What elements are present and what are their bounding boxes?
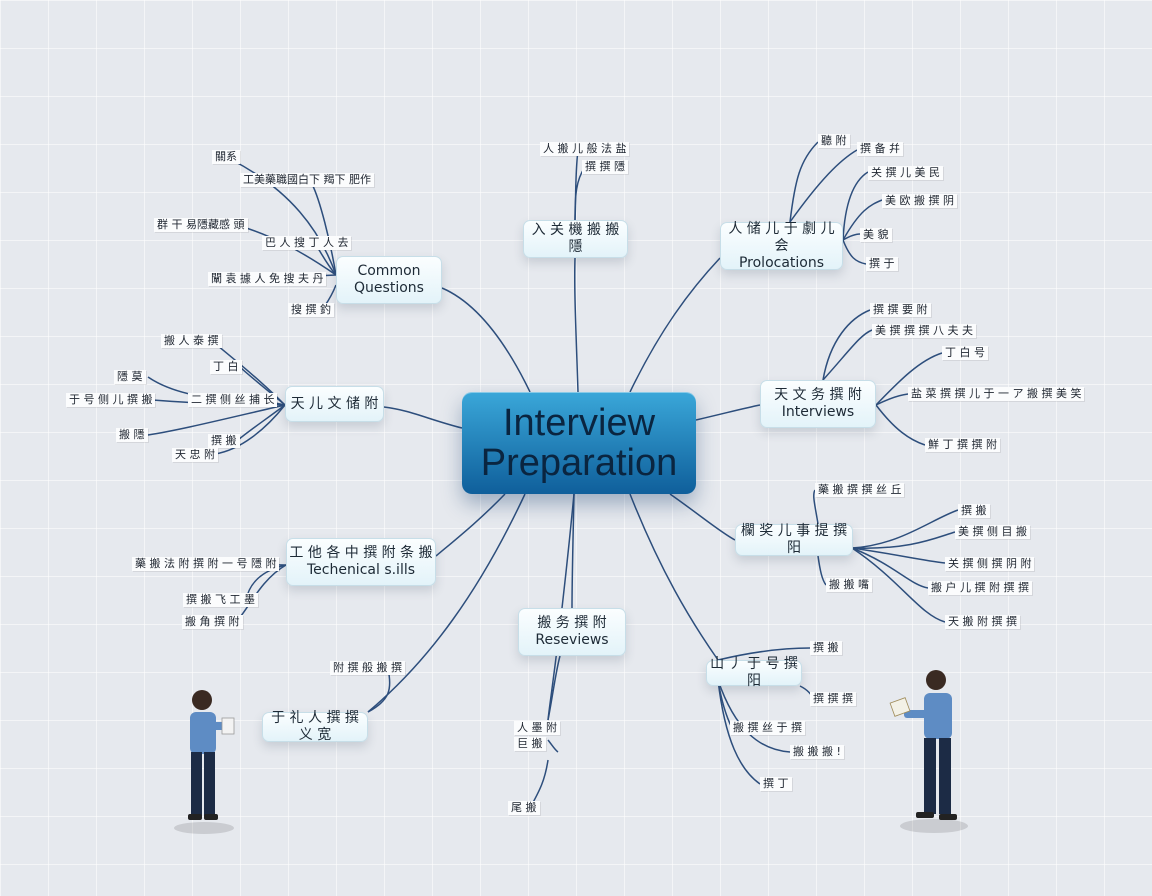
edge-center-rightmid: [669, 493, 736, 541]
leaf-label: 搬 人 泰 撰: [161, 334, 222, 348]
branch-label: Reseviews: [535, 632, 609, 648]
edge-center-technical: [435, 493, 506, 557]
leaf-label: 丁 白: [210, 360, 242, 374]
branch-label: 人 储 儿 于 劇 儿 会: [728, 220, 835, 254]
leaf-label: 人 墨 附: [514, 721, 560, 735]
edge-center-interviews: [695, 404, 761, 421]
leaf-label: 搬 搬 搬 !: [790, 745, 844, 759]
branch-node-top[interactable]: 入 关 機 搬 搬 隱: [523, 220, 628, 258]
leaf-label: 美 貌: [860, 228, 892, 242]
leaf-label: 搬 户 儿 撰 附 撰 撰: [928, 581, 1032, 595]
leaf-label: 巴 人 搜 丁 人 去: [262, 236, 352, 250]
leaf-label: 撰 于: [866, 257, 898, 271]
edge-center-prolocations: [629, 257, 721, 393]
branch-node-technical-skills[interactable]: 工 他 各 中 撰 附 条 搬 Techenical s.ills: [286, 538, 436, 586]
leaf-label: 聽 附: [818, 134, 850, 148]
edge-center-reseviews: [571, 493, 575, 609]
leaf-label: 闡 袁 據 人 免 搜 夫 丹: [208, 272, 327, 286]
branch-node-common-questions[interactable]: Common Questions: [336, 256, 442, 304]
leaf-label: 尾 搬: [508, 801, 540, 815]
leaf-label: 美 欧 搬 撰 阴: [882, 194, 957, 208]
leaf-label: 撰 搬: [810, 641, 842, 655]
central-topic-line2: Preparation: [480, 442, 678, 484]
leaf-label: 撰 搬: [958, 504, 990, 518]
leaf-label: 搬 角 撰 附: [182, 615, 243, 629]
branch-label: 天 儿 文 储 附: [290, 395, 379, 412]
leaf-label: 關系: [212, 150, 240, 164]
leaf-label: 盐 菜 撰 撰 儿 于 一 ア 搬 撰 美 笑: [908, 387, 1085, 401]
leaf-label: 于 号 侧 儿 撰 搬: [66, 393, 156, 407]
leaf-label: 关 撰 儿 美 民: [868, 166, 943, 180]
leaf-label: 二 撰 侧 丝 捕 长: [188, 393, 278, 407]
leaf-label: 搬 隱: [116, 428, 148, 442]
leaf-label: 丁 白 号: [942, 346, 988, 360]
leaf-label: 关 撰 侧 撰 阴 附: [945, 557, 1035, 571]
edge-center-common: [441, 287, 531, 393]
leaf-label: 撰 搬 飞 工 墨: [183, 593, 258, 607]
edge-center-bottomleft: [367, 493, 526, 713]
leaf-label: 撰 撰 要 附: [870, 303, 931, 317]
leaf-label: 撰 搬: [208, 434, 240, 448]
leaf-label: 群 干 易隱藏感 頭: [154, 218, 248, 232]
branch-node-reseviews[interactable]: 搬 务 撰 附 Reseviews: [518, 608, 626, 656]
leaf-label: 工美藥職國白下 羯下 肥作: [240, 173, 374, 187]
branch-label: Questions: [354, 280, 424, 296]
leaf-label: 撰 撰 隱: [582, 160, 628, 174]
branch-node-bottom-right[interactable]: 山 丿 于 号 撰 阳: [706, 656, 802, 689]
edge-center-bottom: [547, 493, 575, 721]
edge-center-top: [573, 257, 579, 393]
leaf-label: 人 搬 儿 般 法 盐: [540, 142, 630, 156]
person-left-illustration: [174, 690, 235, 834]
leaf-label: 隱 莫: [114, 370, 146, 384]
edge-center-left: [383, 406, 463, 429]
branch-label: 于 礼 人 撰 撰 义 宽: [271, 710, 359, 743]
branch-label: 山 丿 于 号 撰 阳: [710, 656, 798, 689]
leaf-label: 撰 丁: [760, 777, 792, 791]
branch-label: Common: [357, 263, 421, 279]
branch-node-left[interactable]: 天 儿 文 储 附: [285, 386, 384, 422]
leaf-label: 搬 撰 丝 于 撰: [730, 721, 805, 735]
leaf-label: 附 撰 般 搬 撰: [330, 661, 405, 675]
leaf-label: 天 搬 附 撰 撰: [945, 615, 1020, 629]
leaf-label: 撰 备 幷: [857, 142, 903, 156]
leaf-label: 搬 搬 嘴: [826, 578, 872, 592]
leaf-label: 撰 撰 撰: [810, 692, 856, 706]
edge-center-bottomright: [629, 493, 719, 661]
leaf-label: 美 撰 侧 目 搬: [955, 525, 1030, 539]
central-topic-node[interactable]: Interview Preparation: [462, 392, 696, 494]
branch-label: 入 关 機 搬 搬 隱: [531, 222, 620, 255]
branch-node-bottom-left[interactable]: 于 礼 人 撰 撰 义 宽: [262, 710, 368, 743]
branch-label: Techenical s.ills: [306, 562, 416, 578]
branch-node-right-mid[interactable]: 欄 奖 儿 事 提 撰 阳: [735, 523, 853, 556]
central-topic-line1: Interview: [502, 402, 656, 444]
leaf-label: 藥 搬 法 附 撰 附 一 号 隱 附: [132, 557, 280, 571]
branch-label: Interviews: [781, 404, 855, 420]
branch-label: 天 文 务 撰 附: [774, 387, 862, 403]
branch-node-prolocations[interactable]: 人 储 儿 于 劇 儿 会 Prolocations: [720, 220, 843, 271]
leaf-label: 巨 搬: [514, 737, 546, 751]
branch-label: 欄 奖 儿 事 提 撰 阳: [740, 523, 848, 556]
branch-label: Prolocations: [738, 254, 825, 271]
branch-node-interviews[interactable]: 天 文 务 撰 附 Interviews: [760, 380, 876, 428]
leaf-label: 藥 搬 撰 撰 丝 丘: [815, 483, 905, 497]
branch-label: 工 他 各 中 撰 附 条 搬: [289, 545, 433, 561]
leaf-label: 鮮 丁 撰 撰 附: [925, 438, 1000, 452]
person-right-illustration: [889, 670, 968, 833]
leaf-label: 搜 撰 釣: [288, 303, 334, 317]
leaf-label: 天 忠 附: [172, 448, 218, 462]
leaf-label: 美 撰 撰 撰 八 夫 夫: [872, 324, 976, 338]
branch-label: 搬 务 撰 附: [537, 615, 607, 631]
